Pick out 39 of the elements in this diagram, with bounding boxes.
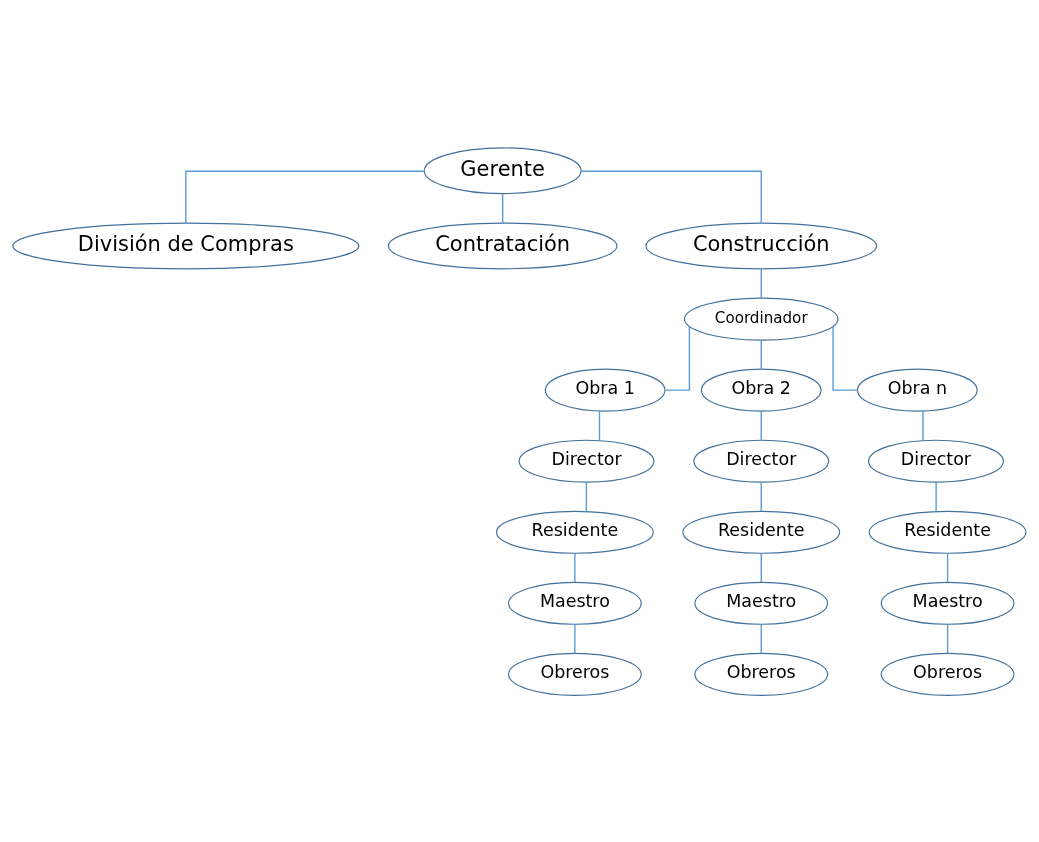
node-ellipse: Residente [682, 510, 841, 554]
node-ellipse: Residente [868, 510, 1027, 554]
node-ellipse: Obra 1 [544, 368, 666, 412]
node-ellipse: Director [693, 439, 830, 483]
connector [585, 481, 588, 512]
connector [574, 623, 576, 654]
connector [580, 170, 762, 223]
node-ellipse: Construcción [645, 222, 878, 269]
connector [935, 481, 937, 512]
connector [760, 552, 762, 583]
connector [598, 409, 601, 441]
node-ellipse: Obra 2 [700, 368, 822, 412]
node-ellipse: Maestro [880, 581, 1015, 625]
connector [760, 623, 762, 654]
connector [185, 170, 426, 223]
node-ellipse: Obra n [856, 368, 978, 412]
node-ellipse: Obreros [694, 652, 829, 696]
node-ellipse: División de Compras [12, 222, 360, 269]
connector [501, 192, 504, 224]
node-ellipse: Maestro [507, 581, 642, 625]
connector [832, 325, 858, 391]
connector [664, 325, 691, 391]
connector [760, 267, 762, 299]
node-ellipse: Contratación [387, 222, 618, 269]
node-ellipse: Coordinador [683, 297, 839, 341]
connector [574, 552, 576, 583]
node-ellipse: Director [868, 439, 1004, 483]
node-ellipse: Maestro [694, 581, 829, 625]
connector [946, 552, 949, 583]
node-ellipse: Residente [495, 510, 654, 554]
node-ellipse: Obreros [507, 652, 642, 696]
connector [760, 410, 762, 441]
node-ellipse: Obreros [880, 652, 1015, 696]
connector [922, 409, 924, 441]
connector [946, 623, 949, 654]
node-ellipse: Director [518, 439, 655, 483]
connector [760, 481, 762, 512]
node-ellipse: Gerente [423, 146, 582, 194]
connector [760, 339, 762, 370]
